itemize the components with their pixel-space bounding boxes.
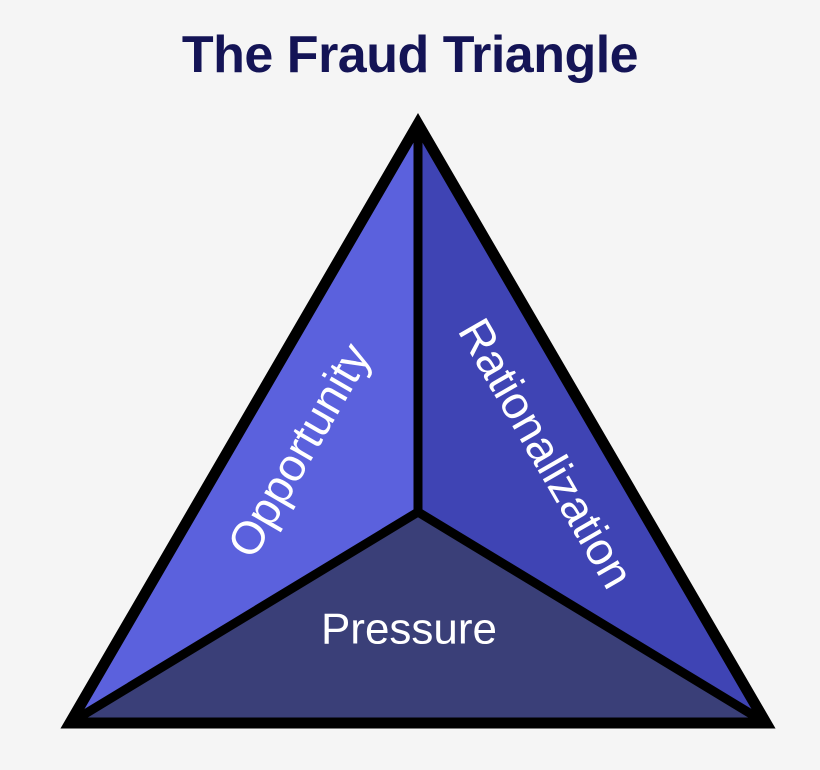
page-title: The Fraud Triangle xyxy=(181,26,639,84)
segment-pressure[interactable] xyxy=(70,512,766,723)
divider-center-to-bottom-right xyxy=(415,508,769,727)
segment-dividers xyxy=(67,124,769,727)
triangle-outline xyxy=(60,113,776,729)
divider-center-to-bottom-left xyxy=(67,508,421,727)
segment-label-pressure: Pressure xyxy=(321,605,497,654)
